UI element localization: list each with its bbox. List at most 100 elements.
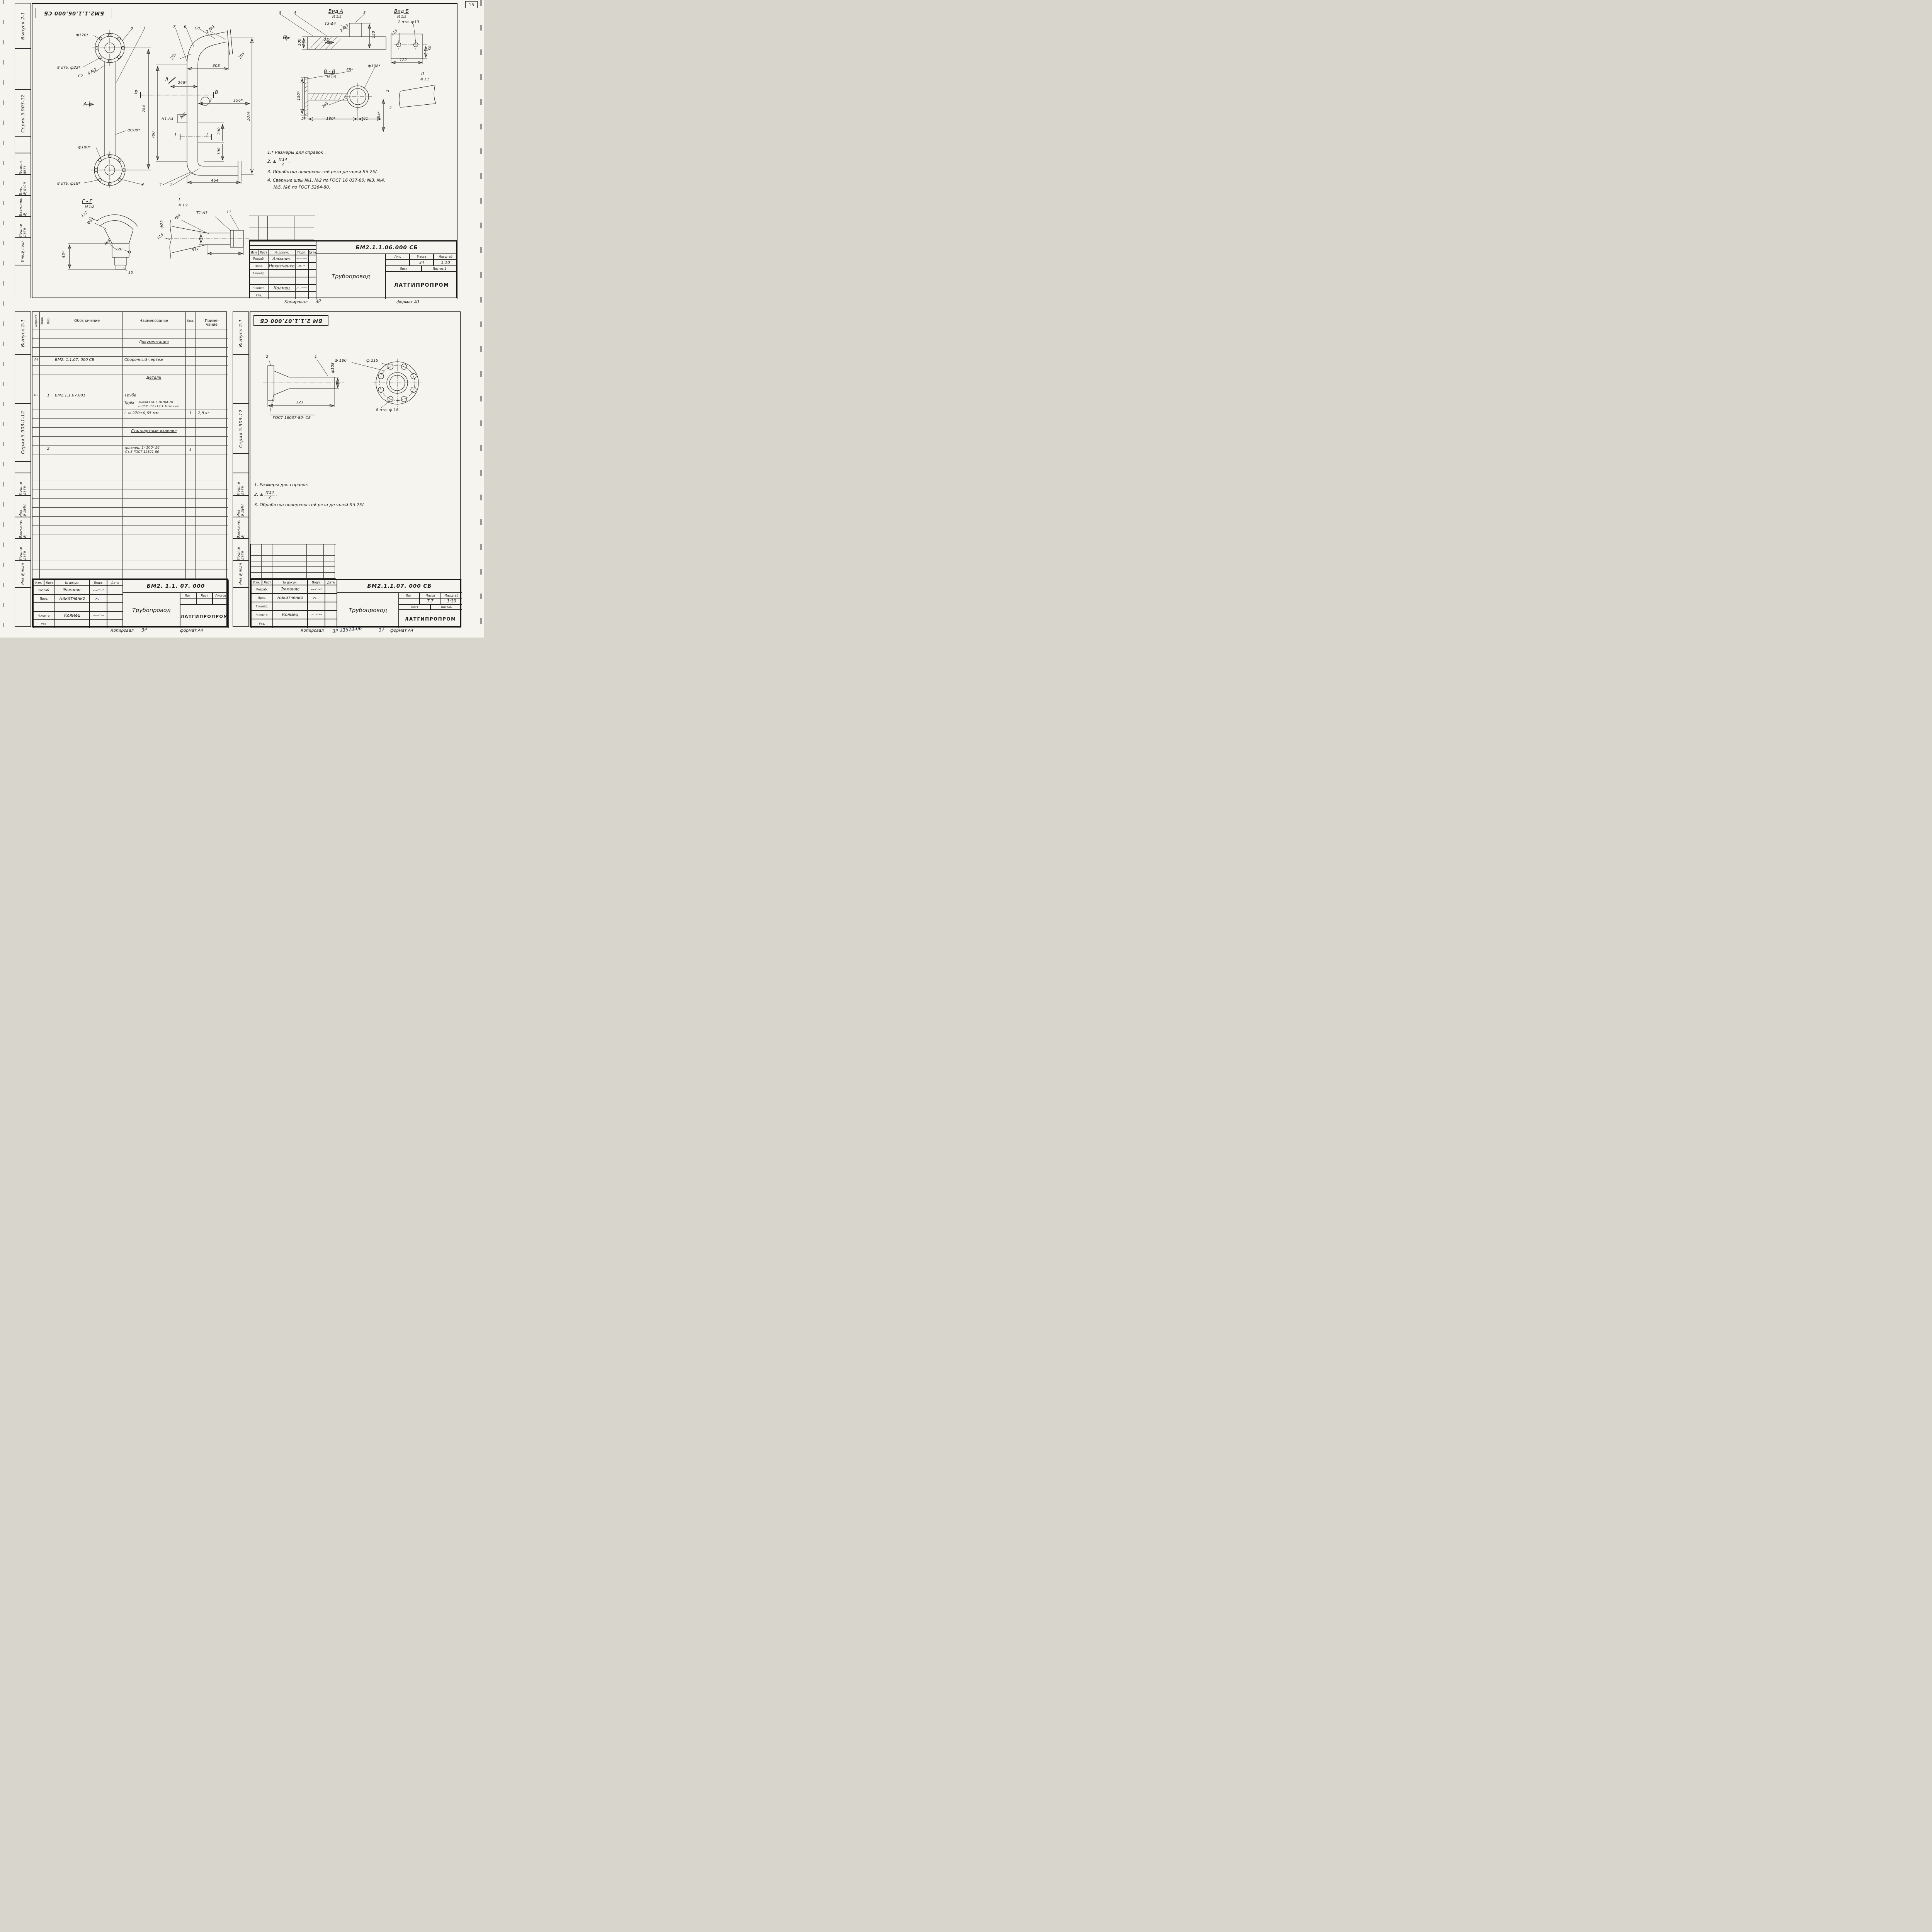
margin-field: Инв.№подл bbox=[15, 237, 31, 265]
margin-field: Выпуск 2-1 bbox=[15, 3, 31, 49]
tb-list-cell: Лист bbox=[386, 266, 422, 272]
signature bbox=[310, 588, 322, 590]
dim-label: 25 bbox=[324, 38, 329, 42]
spec-gost-bottom: В-ВСт 3сп ГОСТ 10705-80 bbox=[138, 405, 180, 408]
tb-listov-cell: Листов 1 bbox=[422, 266, 457, 272]
drawing-frame: БМ2.1.1.06.000 СБ ф170* 8 1 8 отв. ф22* … bbox=[32, 3, 457, 299]
spec-kol-value: 1 bbox=[189, 447, 192, 452]
title-block: Изм. Лист № докум. Подп. Дата Разраб. Эл… bbox=[32, 579, 229, 628]
dim-label: ф 180 bbox=[335, 359, 347, 363]
tb-signature-cell bbox=[90, 594, 107, 603]
spec-col-primechanie: Приме- bbox=[196, 312, 228, 330]
tb-lit-value bbox=[399, 598, 420, 604]
tb-document-code: БМ2.1.1.07. 000 СБ bbox=[337, 580, 462, 593]
tb-prov-name: Никитченко bbox=[273, 594, 308, 602]
row-rules bbox=[32, 330, 228, 579]
tb-izm-header: Изм. bbox=[33, 580, 44, 586]
view-title: Вид А bbox=[328, 8, 343, 14]
view-scale: М 1:2 bbox=[179, 204, 188, 207]
doc-code-stamp: БМ2.1.1.06.000 СБ bbox=[36, 8, 112, 18]
tb-document-name: Трубопровод bbox=[123, 593, 180, 628]
dim-label: 308 bbox=[213, 64, 220, 68]
margin-field: Инв.№дубл bbox=[15, 175, 31, 196]
tb-empty-cell bbox=[268, 292, 295, 299]
dim-label: 700 bbox=[151, 131, 156, 139]
fraction-denominator: 2 bbox=[268, 495, 271, 500]
tb-empty-cell bbox=[90, 603, 107, 611]
section-arrow-label: В bbox=[215, 89, 218, 95]
tb-prov-label: Пров. bbox=[33, 594, 55, 603]
spec-naimenovanie-value: Труба bbox=[124, 401, 134, 405]
margin-field-empty bbox=[233, 454, 249, 473]
format-label: формат А3 bbox=[396, 300, 420, 304]
tb-nkontr-label: Н.контр. bbox=[250, 284, 268, 292]
spec-naimenovanie-value: Сборочный чертеж bbox=[124, 358, 164, 362]
item-label: 3 bbox=[363, 11, 366, 15]
tb-date-cell bbox=[107, 586, 123, 594]
tb-document-name: Трубопровод bbox=[337, 593, 399, 628]
handwritten-mark: 17 bbox=[378, 627, 385, 633]
margin-field: Взам.инв.№ bbox=[15, 196, 31, 216]
view-scale: М 1:5 bbox=[420, 78, 430, 82]
dim-label: ф 215 bbox=[366, 359, 378, 363]
dim-label: 2 отв. ф13 bbox=[398, 20, 420, 24]
tb-organization: ЛАТГИПРОПРОМ bbox=[386, 272, 457, 299]
item-label: 8 bbox=[131, 26, 133, 31]
spec-naimenovanie-value: Труба bbox=[124, 393, 136, 398]
tb-list-header: Лист bbox=[262, 580, 273, 585]
dim-label: 5* bbox=[301, 117, 306, 121]
tb-nkontr-label: Н.контр. bbox=[251, 611, 273, 619]
tb-masshtab-value: 1:10 bbox=[441, 598, 462, 604]
fraction-numerator: IT14 bbox=[277, 158, 289, 162]
margin-field-empty bbox=[15, 137, 31, 153]
tb-ndok-header: № докум. bbox=[273, 580, 308, 585]
margin-field: Подп.и дата bbox=[15, 153, 31, 175]
dim-label: 8 отв. ф22* bbox=[57, 66, 81, 70]
handwritten-mark: 3Р bbox=[141, 627, 148, 633]
spec-gost-top: 108х4 ГОСТ 10704-76 bbox=[138, 400, 174, 404]
section-arrow-label: А bbox=[83, 101, 87, 107]
tb-prov-name: Никитченко bbox=[55, 594, 90, 603]
tb-razrab-name: Элманис bbox=[273, 585, 308, 594]
tb-nkontr-label: Н.контр. bbox=[33, 611, 55, 620]
spec-kol-value: 1 bbox=[189, 411, 192, 415]
tb-empty-cell bbox=[90, 620, 107, 628]
section-arrow-label: Г bbox=[206, 132, 209, 138]
margin-field-empty bbox=[233, 355, 249, 403]
tb-massa-header: Масса bbox=[410, 254, 434, 259]
note-2-end: . bbox=[276, 492, 278, 497]
tb-organization: ЛАТГИПРОПРОМ bbox=[399, 610, 462, 628]
item-label: 5 bbox=[279, 11, 282, 15]
tb-data-header: Дата bbox=[325, 580, 337, 585]
tb-data-header: Дата bbox=[308, 250, 316, 255]
dim-label: 8 отв. ф18* bbox=[57, 182, 81, 186]
dim-label: 200 bbox=[217, 128, 221, 135]
tb-razrab-label: Разраб. bbox=[33, 586, 55, 594]
margin-field-empty bbox=[15, 49, 31, 90]
margin-field: Подп.и дата bbox=[233, 473, 249, 495]
tb-listov-cell: Листов bbox=[430, 604, 462, 610]
note-1: 1.* Размеры для справок . bbox=[267, 150, 326, 155]
tb-date-cell bbox=[107, 611, 123, 620]
spec-prim-value: 2,8 кг bbox=[198, 411, 210, 415]
tb-data-header: Дата bbox=[107, 580, 123, 586]
item-label: 1 bbox=[143, 26, 146, 31]
tb-nkontr-name: Колмец bbox=[273, 611, 308, 619]
weld-label: С2 bbox=[78, 74, 83, 78]
tb-ndok-header: № докум. bbox=[55, 580, 90, 586]
tb-empty-cell bbox=[308, 619, 325, 628]
note-4: 4. Сварные швы №1, №2 по ГОСТ 16 037-80;… bbox=[267, 178, 386, 183]
dim-label: 1074 bbox=[247, 111, 251, 121]
margin-field: Подп.и дата bbox=[15, 216, 31, 237]
tb-empty-cell bbox=[268, 270, 295, 277]
tb-utv-label: Утв. bbox=[250, 292, 268, 299]
signature bbox=[310, 614, 322, 616]
margin-field: Инв.№подл bbox=[15, 560, 31, 587]
dim-label: 156* bbox=[233, 99, 243, 103]
tb-signature-cell bbox=[90, 611, 107, 620]
tb-date-cell bbox=[325, 594, 337, 602]
tb-izm-header: Изм. bbox=[251, 580, 262, 585]
margin-field-empty bbox=[15, 461, 31, 473]
tb-empty-cell bbox=[325, 619, 337, 628]
